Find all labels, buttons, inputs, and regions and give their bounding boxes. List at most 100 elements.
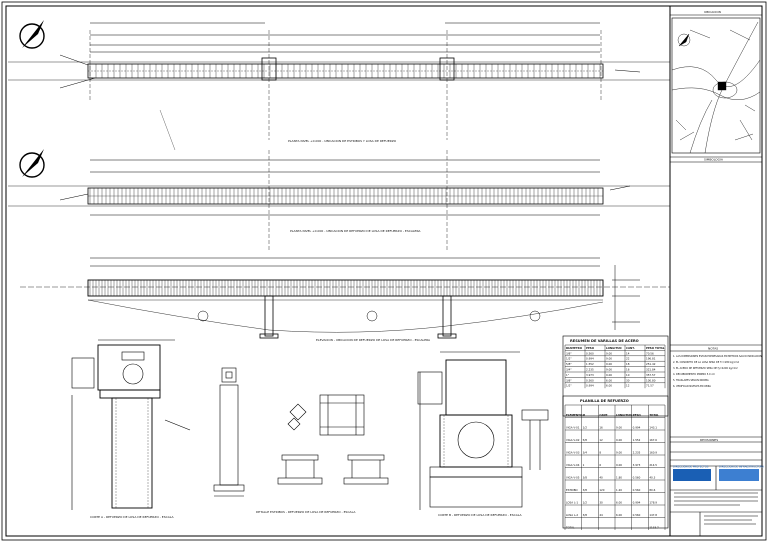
section-a-detail <box>71 339 191 510</box>
table-cell: 0.560 <box>633 488 641 492</box>
rebar-summary-title: RESUMEN DE VARILLAS DE ACERO <box>570 339 639 343</box>
table-cell: 0.994 <box>633 426 641 430</box>
table-cell: 22 <box>626 357 630 361</box>
table-header-cell: Ø <box>583 412 586 417</box>
table-cell: 1.80 <box>616 476 622 480</box>
table-cell: 40.3 <box>649 476 655 480</box>
table-cell: 147.8 <box>649 513 657 517</box>
table-cell: 3.973 <box>633 463 641 467</box>
elevation-ribs <box>89 280 601 296</box>
note-item: 6. VERIFICAR NIVELES EN OBRA <box>673 385 711 388</box>
logo-left <box>673 469 711 481</box>
table-cell: 9.00 <box>606 362 612 366</box>
table-cell: 120 <box>599 488 604 492</box>
table-cell: LOSA L-1 <box>566 501 578 505</box>
table-cell: 1.552 <box>586 362 594 366</box>
table-cell: 3/8" <box>566 378 572 382</box>
table-cell: 0.560 <box>633 513 641 517</box>
table-cell: 16 <box>626 368 630 372</box>
table-cell: 6.00 <box>616 501 622 505</box>
table-cell: 0.994 <box>586 384 594 388</box>
column-detail <box>213 367 389 497</box>
table-cell: 12 <box>599 438 603 442</box>
table-header-cell: LONGITUD <box>606 346 622 350</box>
table-header-cell: TOTAL <box>649 413 659 417</box>
table-cell: 18 <box>626 362 630 366</box>
table-cell: ESTRIBO <box>566 488 578 492</box>
table-cell: 6.00 <box>606 384 612 388</box>
note-item: 1. LAS DIMENSIONES ESTAN EXPRESADAS EN M… <box>673 355 762 358</box>
table-cell: VIGA V-03 <box>566 451 580 455</box>
table-cell: 5/8 <box>583 438 588 442</box>
table-cell: 70.56 <box>646 351 654 355</box>
table-header-cell: PESO TOTAL <box>646 346 665 350</box>
detail-caption-1: CORTE A - REFUERZO DE LOSA DE REFUERZO -… <box>90 515 174 519</box>
revisions-title: REVISIONES <box>700 438 718 442</box>
table-cell: 14 <box>626 351 630 355</box>
table-cell: 3/4" <box>566 368 572 372</box>
table-cell: 9.00 <box>616 426 622 430</box>
table-cell: 3/8" <box>566 351 572 355</box>
table-cell: 0.994 <box>586 357 594 361</box>
logo-left-text: DIRECCIÓN DE PROYECTOS <box>673 464 709 469</box>
table-cell: 9.00 <box>616 438 622 442</box>
table-cell: 357.57 <box>646 373 656 377</box>
note-item: 3. EL ACERO DE REFUERZO SERA DE fy=4200 … <box>673 367 738 370</box>
table-cell: 1/2" <box>566 357 572 361</box>
table-cell: 40 <box>599 476 603 480</box>
notes-title: NOTAS <box>708 347 718 351</box>
location-map-title: UBICACION <box>704 10 721 14</box>
table-cell: 214.5 <box>649 463 657 467</box>
table-cell: 0.560 <box>586 351 594 355</box>
table-header-cell: PESO <box>586 346 595 350</box>
table-cell: 9.00 <box>616 451 622 455</box>
table-cell: 178.9 <box>649 501 657 505</box>
table-cell: 1.20 <box>616 488 622 492</box>
title-block <box>670 14 762 536</box>
bar-schedule-title: PLANILLA DE REFUERZO <box>580 399 629 403</box>
table-cell: TOTAL <box>565 526 575 530</box>
north-arrow-icon <box>19 149 45 178</box>
notes-list: 1. LAS DIMENSIONES ESTAN EXPRESADAS EN M… <box>673 355 762 388</box>
detail-caption-2: DETALLE ESTRIBOS - REFUERZO DE LOSA DE R… <box>256 510 356 514</box>
table-cell: 0.560 <box>633 476 641 480</box>
table-header-cell: LONGITUD <box>616 413 632 417</box>
plan-view-upper-ribs <box>89 64 601 78</box>
note-item: 4. RECUBRIMIENTO MINIMO 5.0 cm <box>673 373 716 376</box>
project-description-lines <box>674 492 758 525</box>
table-cell: 9.00 <box>606 373 612 377</box>
note-item: 2. EL CONCRETO DE LA LOSA SERA DE f'c=28… <box>673 361 739 364</box>
plan-upper-caption: PLANTA NIVEL +0.000 - UBICACION DE ESTRI… <box>288 139 397 143</box>
table-cell: 6.00 <box>616 513 622 517</box>
table-cell: 30 <box>599 501 603 505</box>
north-arrow-icon <box>19 20 45 49</box>
table-cell: 321.84 <box>646 368 656 372</box>
detail-caption-3: CORTE B - REFUERZO DE LOSA DE REFUERZO -… <box>438 513 522 517</box>
plan-view-lower <box>8 150 670 250</box>
table-cell: VIGA V-04 <box>566 463 580 467</box>
table-cell: 71.57 <box>646 384 654 388</box>
table-header-cell: CANT. <box>599 413 608 417</box>
table-cell: 1" <box>566 373 569 377</box>
table-cell: 167.6 <box>649 438 657 442</box>
table-cell: 160.9 <box>649 451 657 455</box>
table-header-cell: DIAMETRO <box>566 346 583 350</box>
table-cell: 251.42 <box>646 362 656 366</box>
table-cell: VIGA V-02 <box>566 438 580 442</box>
table-cell: 3/8 <box>583 488 588 492</box>
table-cell: 2.235 <box>586 368 594 372</box>
sheet-inner-border <box>5 5 763 537</box>
logo-right <box>719 469 759 481</box>
table-cell: 1/2" <box>566 384 572 388</box>
table-header-cell: PESO <box>633 413 642 417</box>
table-cell: 30 <box>626 378 630 382</box>
table-cell: 1/2 <box>583 426 588 430</box>
table-cell: 0.560 <box>586 378 594 382</box>
table-cell: 80.6 <box>649 488 655 492</box>
table-cell: 0.994 <box>633 501 641 505</box>
table-cell: 9.00 <box>606 351 612 355</box>
